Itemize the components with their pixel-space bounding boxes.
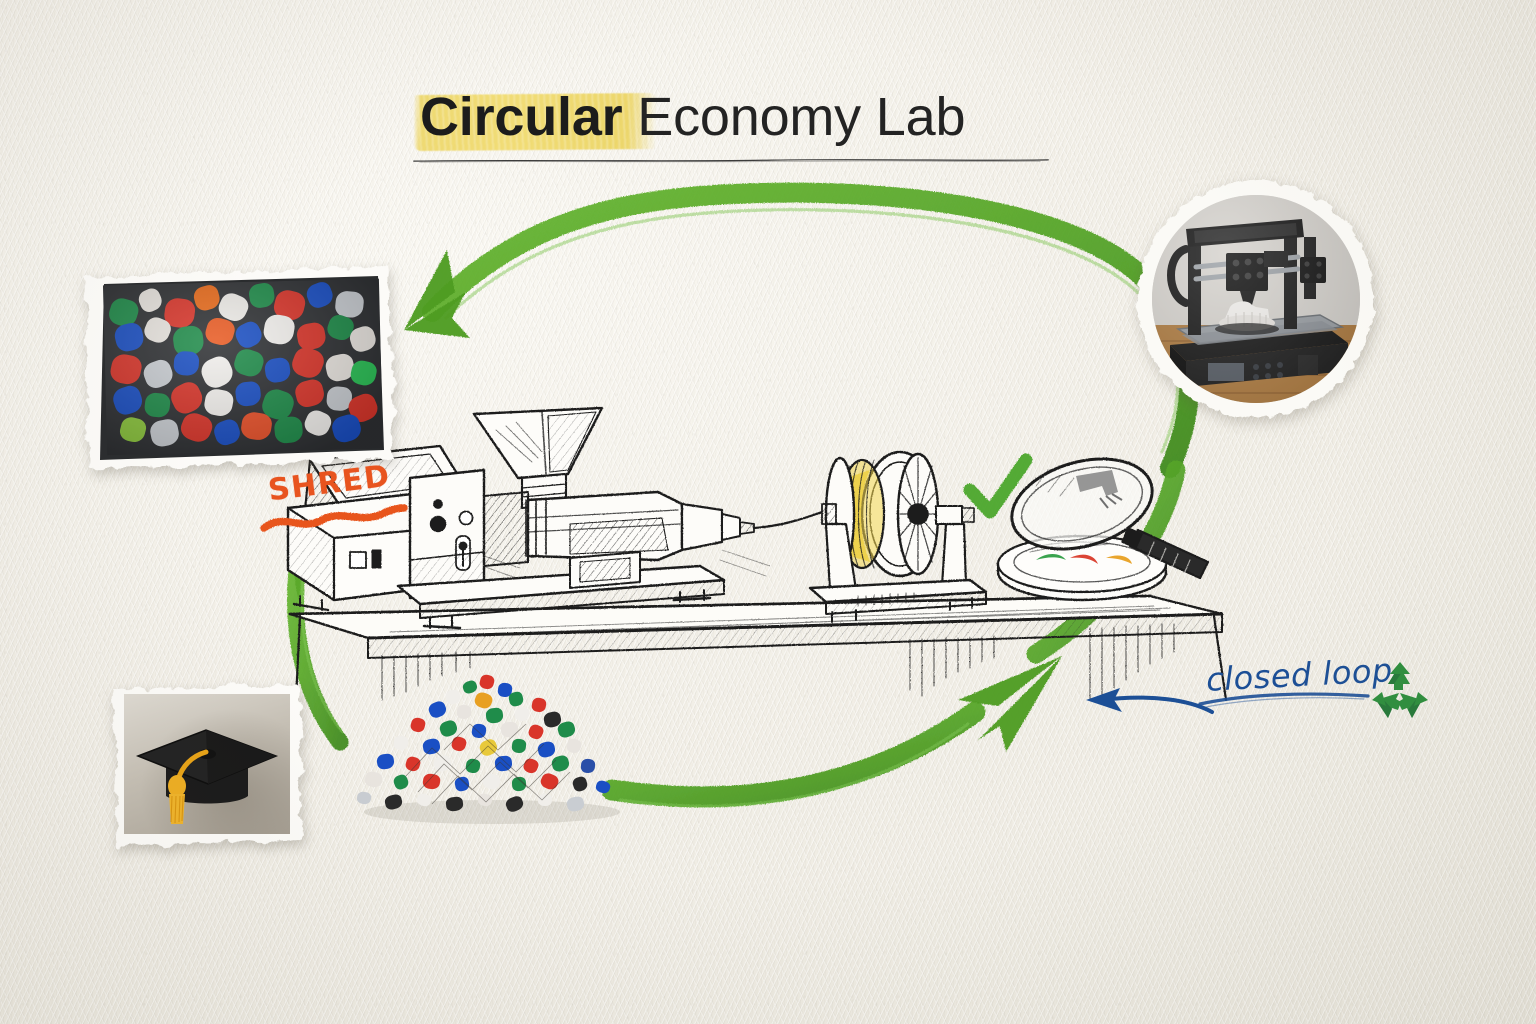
graduation-cap-photo (108, 678, 306, 850)
cap-photo-content (124, 694, 290, 834)
page-title: Circular Economy Lab (420, 78, 965, 156)
magnifying-glass (1010, 457, 1210, 580)
shred-wavy-underline (260, 504, 408, 532)
printer-photo-content (1152, 195, 1360, 403)
plastic-pile (348, 672, 636, 824)
filament-spool (808, 450, 988, 623)
page-title-block: Circular Economy Lab (404, 78, 1104, 170)
workbench (288, 594, 1228, 702)
page-title-highlighted-word: Circular (420, 87, 623, 147)
page-title-plain-words: Economy Lab (622, 87, 966, 147)
check-icon (963, 453, 1033, 519)
bench-and-machines-sketch (286, 406, 1228, 702)
3d-printer-photo (1133, 176, 1379, 422)
closed-loop-arrow (1086, 688, 1214, 714)
arrow-pile-to-bench (601, 656, 1062, 808)
title-underline (413, 159, 1049, 163)
filament-strand (752, 510, 824, 530)
flakes-photo-content (102, 278, 384, 456)
petri-dish-samples (1036, 554, 1132, 564)
magnified-sample-chip (1076, 470, 1123, 509)
plastic-flakes-photo (78, 262, 396, 472)
recycle-icon (1372, 662, 1428, 718)
extruder-machine (396, 406, 771, 630)
closed-loop-underline (1198, 692, 1370, 708)
